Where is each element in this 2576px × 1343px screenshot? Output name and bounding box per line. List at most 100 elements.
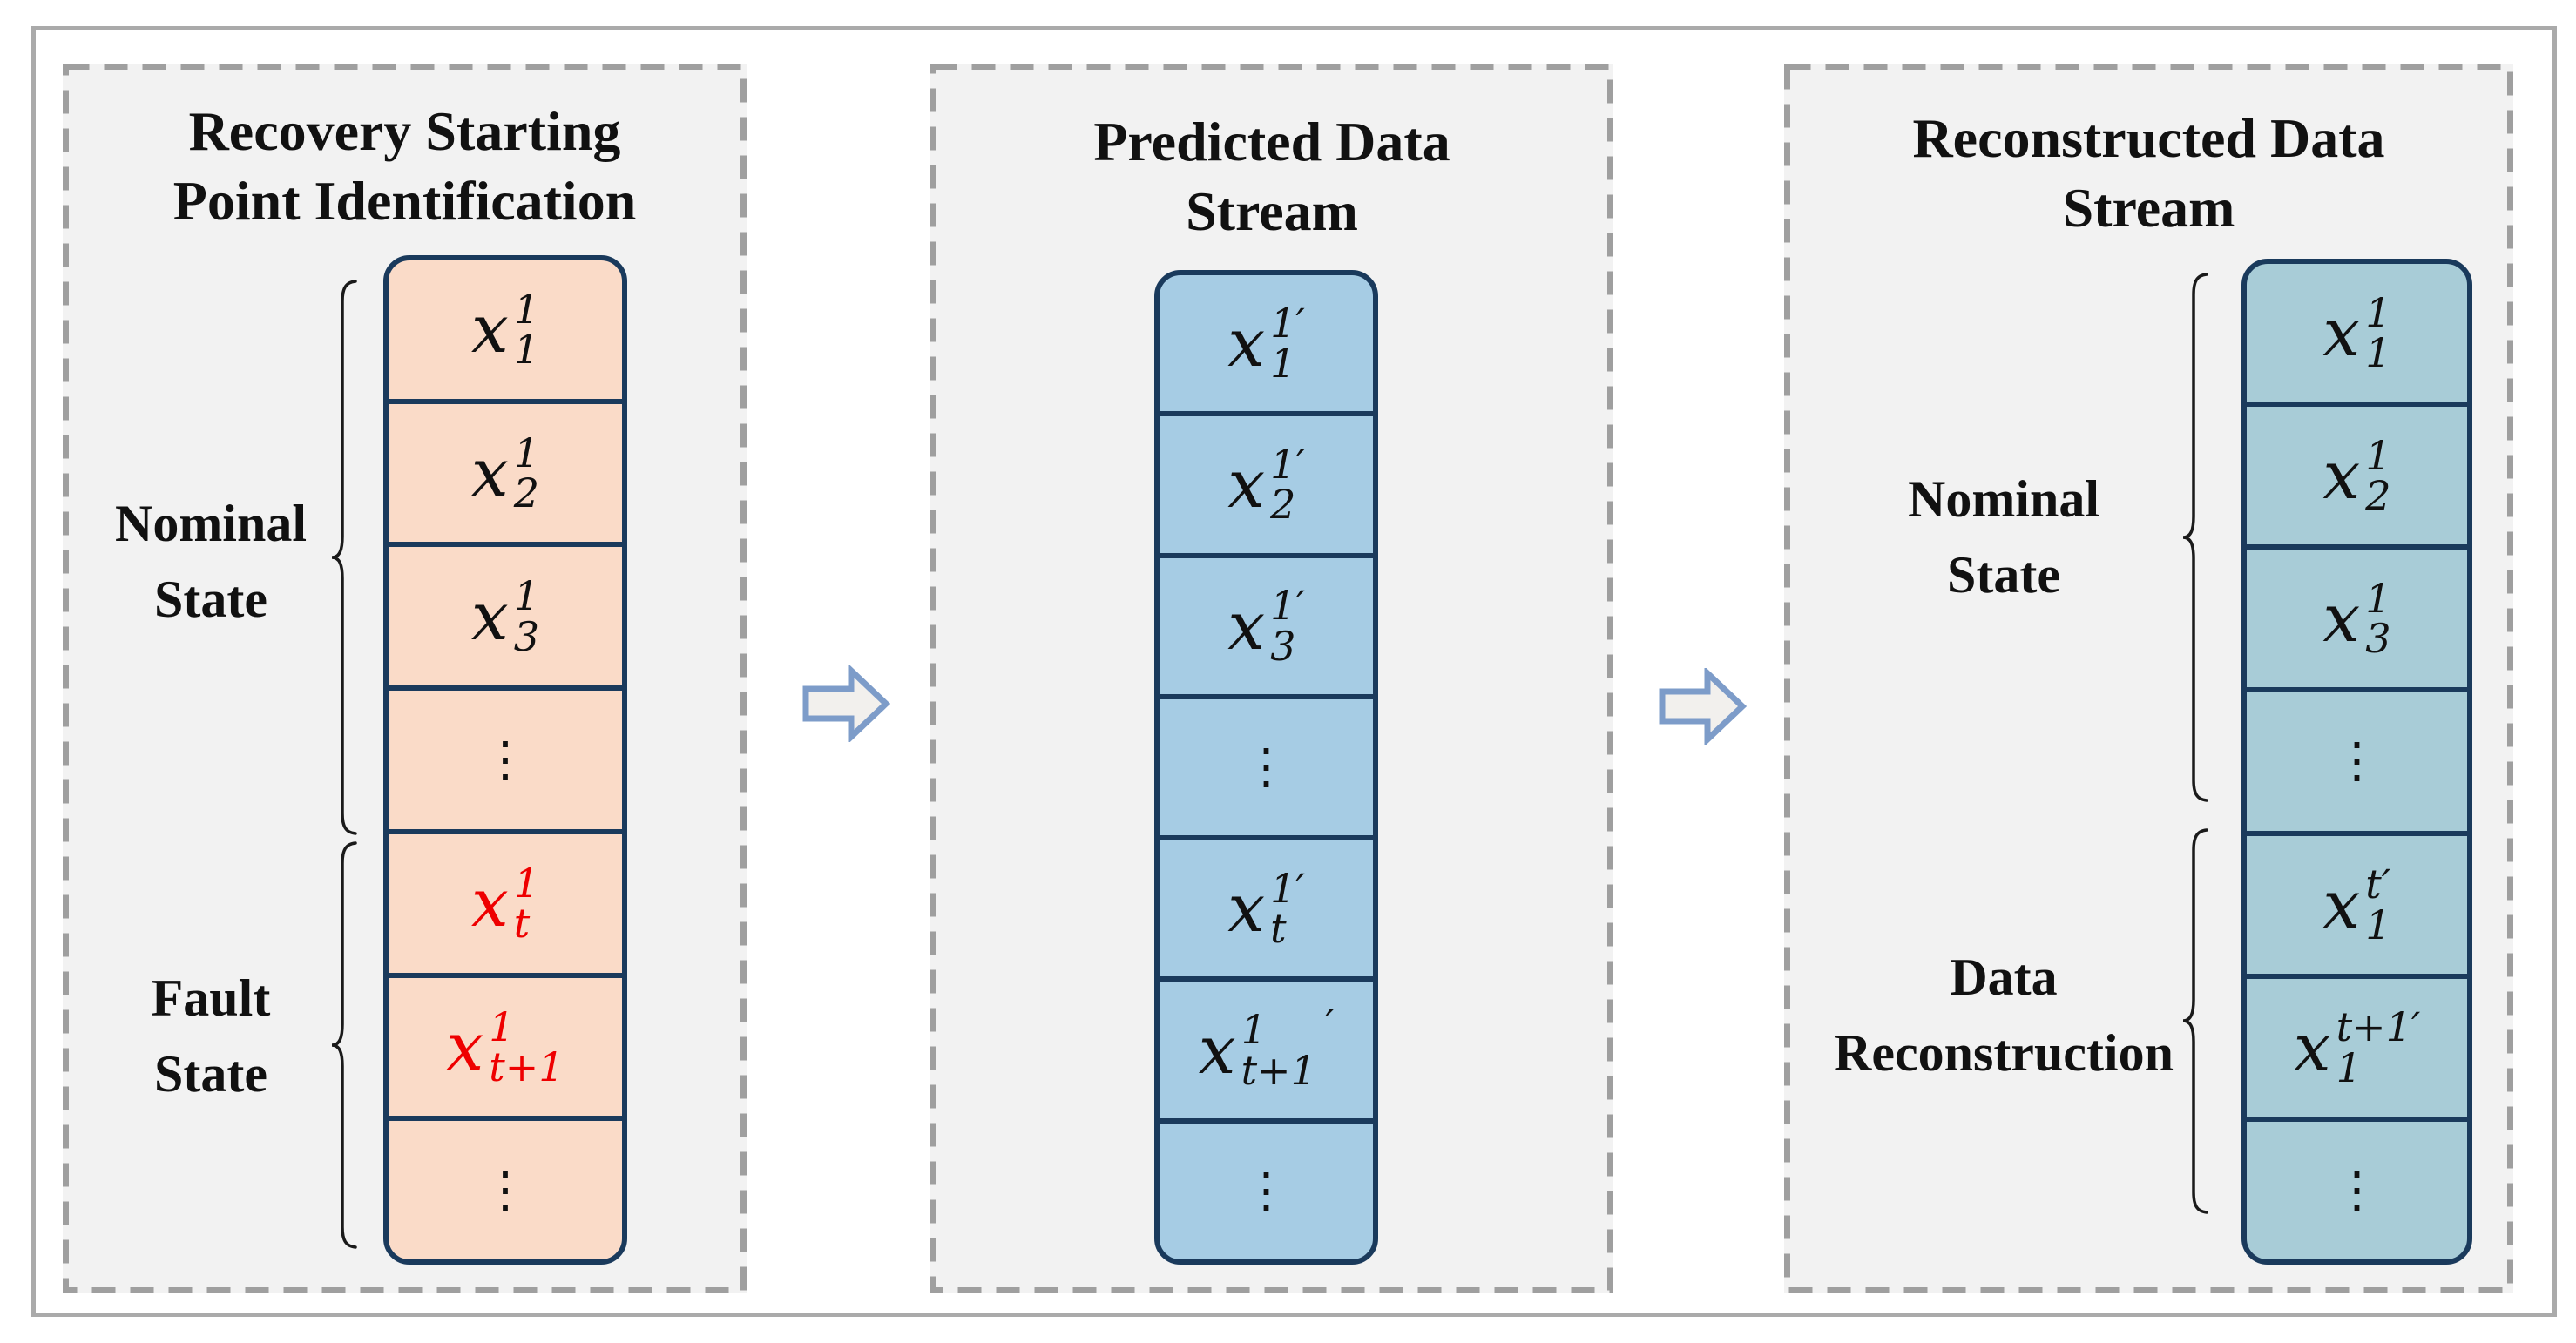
right-arrow-icon xyxy=(802,665,890,742)
math-base: x xyxy=(470,434,509,512)
math-base: x xyxy=(470,864,509,942)
math-base: x xyxy=(1227,586,1266,665)
math-base: x xyxy=(470,577,509,655)
label-line2: State xyxy=(154,570,267,628)
subscript: 2 xyxy=(1270,481,1296,529)
label-line1: Nominal xyxy=(114,495,308,552)
prime-mark: ′ xyxy=(1324,1000,1335,1048)
superscript: 1 xyxy=(513,859,540,907)
ellipsis-cell: ⋮ xyxy=(1160,1117,1373,1259)
math-base: x xyxy=(1227,445,1266,523)
ellipsis-cell: ⋮ xyxy=(389,1116,622,1259)
superscript: 1 xyxy=(489,1002,515,1050)
panel-title-line1: Recovery Starting xyxy=(188,100,621,162)
superscript: 1 xyxy=(1241,1006,1267,1054)
panel-title-line1: Reconstructed Data xyxy=(1912,107,2385,169)
dashed-border xyxy=(63,64,747,1293)
label-line1: Data xyxy=(1950,948,2058,1006)
dashed-border xyxy=(930,64,1613,1293)
ellipsis-cell: ⋮ xyxy=(2247,1116,2467,1259)
right-arrow-icon xyxy=(1659,668,1747,745)
nominal-state-brace xyxy=(2182,273,2208,802)
vertical-ellipsis: ⋮ xyxy=(1241,1162,1291,1219)
math-base: x xyxy=(2322,865,2361,943)
fault-state-label: Fault State xyxy=(89,961,333,1112)
panel-title-line2: Stream xyxy=(1186,180,1358,242)
panel-title: Recovery Starting Point Identification xyxy=(63,97,747,236)
panel-title: Predicted Data Stream xyxy=(930,107,1613,246)
nominal-state-label: Nominal State xyxy=(89,486,333,638)
subscript: 2 xyxy=(2365,472,2391,520)
subscript: 1 xyxy=(513,326,540,374)
vertical-ellipsis: ⋮ xyxy=(2332,732,2382,790)
subscript: t+1 xyxy=(489,1043,565,1090)
panel-title-line2: Point Identification xyxy=(172,170,637,232)
superscript: 1 xyxy=(513,572,540,620)
label-line2: State xyxy=(154,1045,267,1103)
math-base: x xyxy=(2322,436,2361,515)
superscript: 1 xyxy=(513,286,540,334)
subscript: 3 xyxy=(2365,615,2391,663)
vertical-ellipsis: ⋮ xyxy=(481,1161,530,1218)
panel-reconstructed-data-stream: Reconstructed Data Stream Nominal State … xyxy=(1784,64,2513,1293)
superscript: 1 xyxy=(2365,431,2391,479)
superscript: 1′ xyxy=(1270,582,1305,630)
label-line2: State xyxy=(1947,546,2060,604)
ellipsis-cell: ⋮ xyxy=(389,685,622,829)
label-line1: Nominal xyxy=(1907,470,2100,528)
superscript: t+1′ xyxy=(2336,1003,2421,1051)
superscript: 1 xyxy=(2365,288,2391,336)
math-base: x xyxy=(470,290,509,368)
subscript: t+1 xyxy=(1241,1046,1316,1094)
subscript: 1 xyxy=(2365,329,2391,377)
math-base: x xyxy=(446,1007,484,1085)
subscript: 2 xyxy=(513,469,540,517)
subscript: t xyxy=(1270,905,1287,953)
vertical-ellipsis: ⋮ xyxy=(481,731,530,788)
vertical-ellipsis: ⋮ xyxy=(1241,738,1291,795)
nominal-state-brace xyxy=(331,280,357,835)
vertical-ellipsis: ⋮ xyxy=(2332,1161,2382,1218)
label-line1: Fault xyxy=(151,969,271,1027)
superscript: 1 xyxy=(2365,575,2391,623)
subscript: 1 xyxy=(1270,340,1296,388)
superscript: 1′ xyxy=(1270,864,1305,912)
nominal-state-label: Nominal State xyxy=(1882,462,2126,613)
math-base: x xyxy=(2322,579,2361,658)
label-line2: Reconstruction xyxy=(1834,1024,2174,1082)
ellipsis-cell: ⋮ xyxy=(2247,687,2467,830)
panel-recovery-starting-point: Recovery Starting Point Identification N… xyxy=(63,64,747,1293)
dashed-border xyxy=(1784,64,2513,1293)
panel-title-line1: Predicted Data xyxy=(1093,111,1450,172)
subscript: 1 xyxy=(2336,1043,2362,1091)
fault-state-brace xyxy=(331,841,357,1249)
